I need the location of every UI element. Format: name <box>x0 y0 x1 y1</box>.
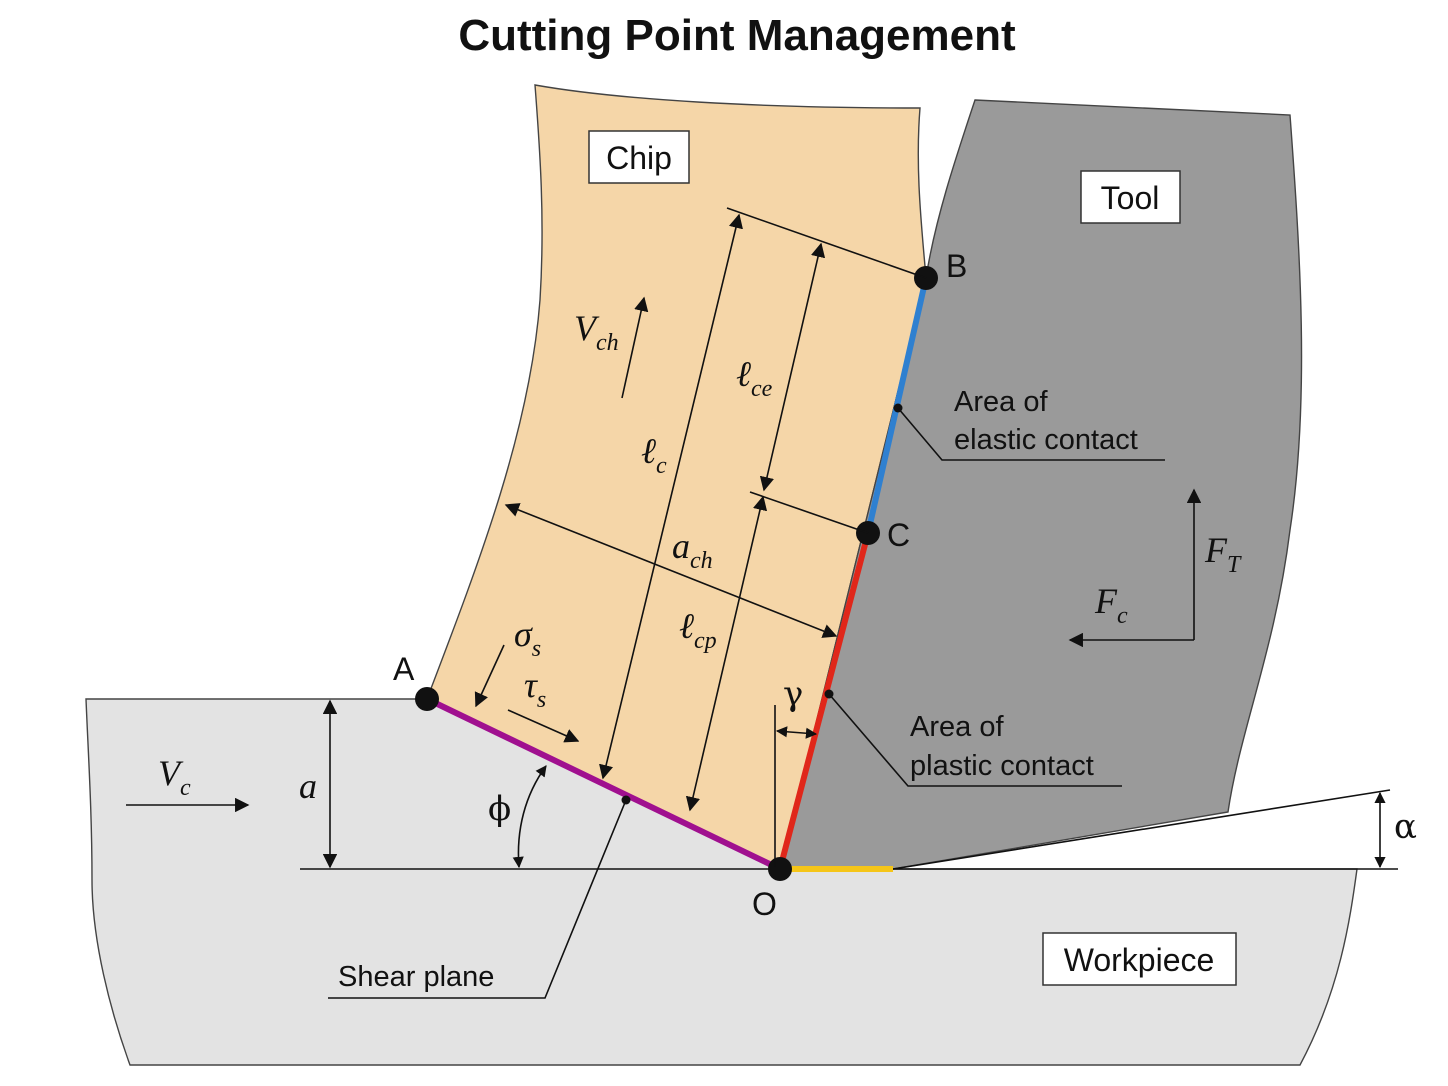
point-o-label: O <box>752 886 777 922</box>
ft-symbol: FT <box>1204 530 1242 578</box>
lc-dimension <box>599 213 743 780</box>
vch-arrow <box>621 296 649 399</box>
lcp-symbol: ℓcp <box>679 606 717 654</box>
depth-a-symbol: a <box>299 766 317 806</box>
chip-label-box <box>588 130 690 184</box>
sigma-symbol: σs <box>514 614 541 662</box>
point-b-label: B <box>946 248 967 284</box>
workpiece-body <box>85 698 1358 1066</box>
shear-plane-callout: Shear plane <box>338 961 494 993</box>
phi-arc <box>512 765 547 869</box>
plastic-callout-line1: Area of <box>910 711 1004 743</box>
elastic-leader <box>897 407 1165 461</box>
plastic-leader <box>828 693 1122 787</box>
workpiece-label-box <box>1042 932 1237 986</box>
tool-body <box>779 99 1303 870</box>
tau-arrow <box>507 709 580 743</box>
plastic-callout-line2: plastic contact <box>910 750 1094 782</box>
alpha-symbol: α <box>1394 807 1417 847</box>
vc-symbol: Vc <box>158 753 191 801</box>
point-a-label: A <box>393 651 415 687</box>
tool-label-box <box>1080 170 1181 224</box>
tool-label: Tool <box>1101 180 1160 216</box>
sigma-arrow <box>474 644 505 708</box>
shear-leader <box>328 799 627 999</box>
lc-extension-top <box>726 207 927 279</box>
lce-symbol: ℓce <box>736 354 773 402</box>
point-o-marker <box>768 857 792 881</box>
tau-symbol: τs <box>524 665 546 713</box>
vch-symbol: Vch <box>574 308 619 356</box>
elastic-callout-line2: elastic contact <box>954 424 1138 456</box>
elastic-callout-line1: Area of <box>954 386 1048 418</box>
gamma-arrow <box>775 726 818 739</box>
workpiece-label: Workpiece <box>1064 942 1215 978</box>
clearance-wedge <box>892 789 1391 870</box>
diagram-title: Cutting Point Management <box>458 11 1016 60</box>
plastic-contact-line <box>777 532 871 870</box>
fc-symbol: Fc <box>1094 581 1128 629</box>
ach-symbol: ach <box>672 526 713 574</box>
chip-label: Chip <box>606 140 672 176</box>
shear-plane-line <box>425 696 782 872</box>
ach-dimension <box>504 503 838 638</box>
point-c-label: C <box>887 517 910 553</box>
gamma-symbol: γ <box>783 674 803 714</box>
lc-symbol: ℓc <box>641 431 667 479</box>
point-a-marker <box>415 687 439 711</box>
lce-dimension <box>759 242 826 492</box>
phi-symbol: ϕ <box>488 789 511 829</box>
